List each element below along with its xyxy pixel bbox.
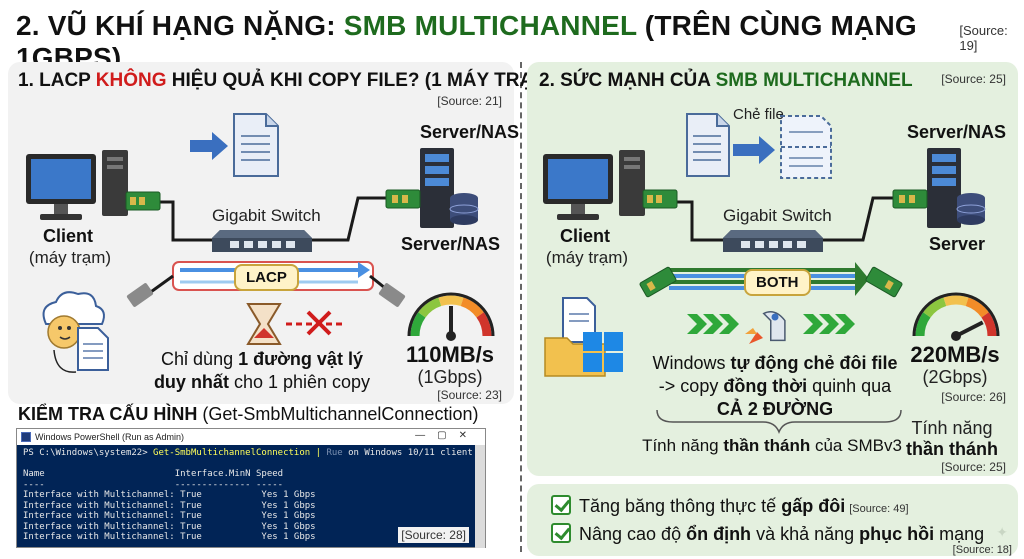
rocket-icon: [745, 311, 786, 344]
client-sublabel: (máy trạm): [28, 248, 112, 267]
cloud-user-icon: [42, 291, 105, 349]
lacp-source: [Source: 21]: [437, 94, 502, 108]
smb-caption: Windows tự động chẻ đôi file -> copy đồn…: [652, 353, 898, 419]
gauge-segment: [923, 297, 947, 318]
transfer-arrow-icon: [190, 132, 228, 160]
gauge-segment: [915, 312, 931, 337]
smb-source: [Source: 25]: [941, 72, 1006, 86]
powershell-titlebar[interactable]: Windows PowerShell (Run as Admin) —▢✕: [17, 429, 485, 445]
config-heading: KIỂM TRA CẤU HÌNH (Get-SmbMultichannelCo…: [18, 404, 479, 424]
powershell-scrollbar[interactable]: [475, 445, 485, 548]
speed-gauge-icon: [912, 292, 1000, 341]
both-tag: BOTH: [744, 269, 811, 296]
server-label-bottom: Server: [929, 234, 986, 254]
gauge-segment: [476, 312, 492, 337]
feature-line2: thần thánh: [906, 439, 998, 459]
powershell-window[interactable]: Windows PowerShell (Run as Admin) —▢✕ PS…: [16, 428, 486, 548]
smb-speed: 220MB/s: [910, 342, 1000, 367]
client-computer-icon: [26, 150, 161, 220]
client-label: Client: [42, 226, 93, 246]
powershell-icon: [21, 432, 31, 442]
powershell-title: Windows PowerShell (Run as Admin): [35, 432, 185, 442]
document-icon: [77, 327, 109, 371]
document-icon: [562, 297, 596, 343]
lacp-tag: LACP: [234, 264, 299, 291]
feature-line1: Tính năng: [911, 418, 993, 438]
benefits-panel: Tăng băng thông thực tế gấp đôi [Source:…: [527, 484, 1018, 556]
switch-label: Gigabit Switch: [723, 206, 832, 225]
smb-speed-source: [Source: 26]: [941, 390, 1006, 404]
smb-multichannel-panel: 2. SỨC MẠNH CỦA SMB MULTICHANNEL [Source…: [527, 62, 1018, 476]
network-card-icon: [865, 266, 903, 298]
client-computer-icon: [543, 150, 678, 220]
lacp-speed: 110MB/s: [405, 342, 495, 367]
checkbox-icon: [551, 495, 571, 515]
sparkle-icon: ✦: [996, 524, 1008, 540]
lacp-heading: 1. LACP KHÔNG HIỆU QUẢ KHI COPY FILE? (1…: [18, 70, 556, 91]
red-cross-icon: [306, 310, 332, 336]
page-title: 2. VŨ KHÍ HẠNG NẶNG: SMB MULTICHANNEL (T…: [16, 10, 917, 73]
server-label-top: Server/NAS: [907, 122, 1007, 142]
database-icon: [956, 193, 986, 225]
split-label: Chẻ file: [733, 106, 784, 123]
gauge-segment: [981, 312, 997, 337]
lacp-speed-source: [Source: 23]: [437, 388, 502, 402]
server-icon: [385, 148, 454, 228]
hourglass-icon: [246, 303, 282, 345]
gauge-segment: [410, 312, 426, 337]
panel-divider: [520, 62, 522, 552]
gauge-rim: [407, 292, 495, 337]
lacp-speed-sub: (1Gbps): [417, 367, 483, 387]
gauge-hub: [446, 331, 456, 341]
chevron-right-icon: [803, 314, 855, 334]
page-header: 2. VŨ KHÍ HẠNG NẶNG: SMB MULTICHANNEL (T…: [16, 10, 1024, 73]
gauge-segment: [943, 295, 969, 307]
split-arrow-icon: [733, 136, 775, 164]
ethernet-plug-icon: [369, 274, 406, 307]
gauge-segment: [965, 297, 989, 318]
feature-source: [Source: 25]: [941, 460, 1006, 474]
client-label: Client: [559, 226, 610, 246]
gauge-rim: [912, 292, 1000, 337]
document-icon: [233, 113, 279, 177]
split-document-icon: [780, 115, 832, 179]
gauge-hub: [951, 331, 961, 341]
network-card-icon: [639, 266, 677, 298]
windows-logo-icon: [583, 332, 623, 372]
switch-label: Gigabit Switch: [212, 206, 321, 225]
document-icon: [686, 113, 730, 177]
smb-heading: 2. SỨC MẠNH CỦA SMB MULTICHANNEL: [539, 70, 913, 91]
header-source: [Source: 19]: [959, 23, 1008, 53]
smb-speed-sub: (2Gbps): [922, 367, 988, 387]
server-icon: [892, 148, 961, 228]
server-label-top: Server/NAS: [420, 122, 520, 142]
gauge-segment: [418, 297, 442, 318]
benefit-source: [Source: 49]: [849, 503, 909, 515]
ethernet-plug-icon: [126, 274, 174, 307]
gauge-segment: [438, 295, 464, 307]
benefit-item: Tăng băng thông thực tế gấp đôi [Source:…: [551, 492, 909, 517]
chevron-right-icon: [687, 314, 739, 334]
gauge-segment: [460, 297, 484, 318]
switch-icon: [212, 230, 312, 252]
window-controls[interactable]: —▢✕: [415, 430, 479, 441]
smb-diagram: [543, 113, 1000, 435]
switch-icon: [723, 230, 823, 252]
client-sublabel: (máy trạm): [545, 248, 629, 267]
lacp-panel: 1. LACP KHÔNG HIỆU QUẢ KHI COPY FILE? (1…: [8, 62, 555, 404]
checkbox-icon: [551, 523, 571, 543]
lacp-caption: Chỉ dùng 1 đường vật lý duy nhất cho 1 p…: [153, 349, 371, 392]
speed-gauge-icon: [407, 292, 495, 341]
database-icon: [449, 193, 479, 225]
benefit-item: Nâng cao độ ổn định và khả năng phục hồi…: [551, 520, 984, 545]
brace-caption: Tính năng thần thánh của SMBv3: [642, 436, 902, 455]
powershell-source: [Source: 28]: [398, 527, 469, 543]
powershell-output[interactable]: PS C:\Windows\system22> Get-SmbMultichan…: [23, 448, 473, 542]
benefits-source: [Source: 18]: [952, 544, 1012, 556]
server-label-bottom: Server/NAS: [401, 234, 501, 254]
